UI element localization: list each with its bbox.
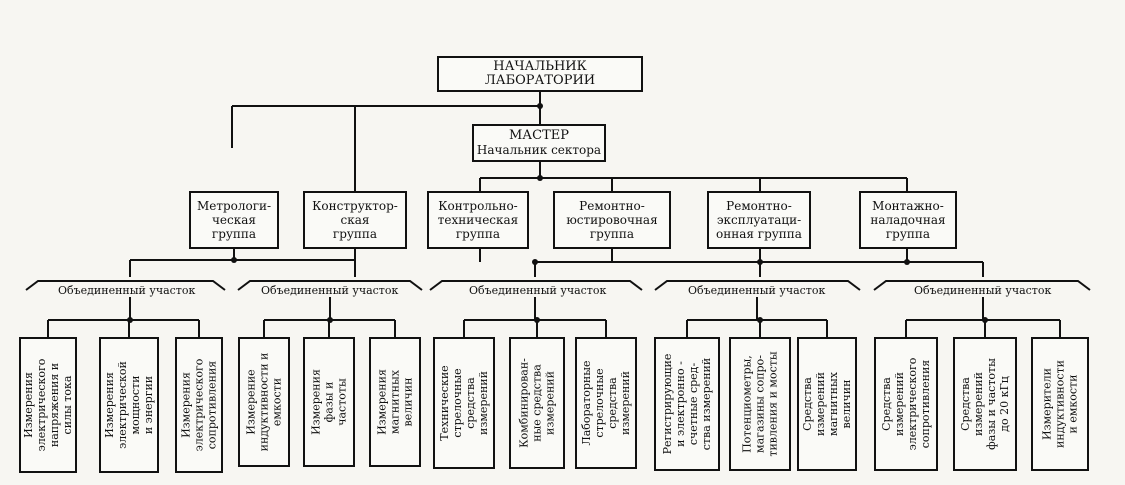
leaf-label: Технические стрелочные средства измерени… <box>438 365 490 441</box>
leaf-box[interactable]: Средства измерений магнитных величин <box>797 337 857 471</box>
group-label: Ремонтно- эксплуатаци- онная группа <box>716 199 802 241</box>
junction-dot <box>231 257 237 263</box>
leaf-label: Измерения электрического напряжения и си… <box>22 358 74 452</box>
leaf-box[interactable]: Измерения электрической мощности и энерг… <box>99 337 159 473</box>
leaf-box[interactable]: Измерение индуктивности и емкости <box>238 337 290 467</box>
leaf-box[interactable]: Потенциометры, магазины сопро- тивления … <box>729 337 791 471</box>
leaf-box[interactable]: Средства измерений фазы и частоты до 20 … <box>953 337 1017 471</box>
junction-dot <box>532 259 538 265</box>
group-box[interactable]: Монтажно- наладочная группа <box>859 191 957 249</box>
group-box[interactable]: Метрологи- ческая группа <box>189 191 279 249</box>
junction-dot <box>127 317 133 323</box>
junction-dot <box>757 317 763 323</box>
leaf-label: Измерители индуктивности и емкости <box>1040 360 1080 448</box>
leaf-box[interactable]: Измерения электрического напряжения и си… <box>19 337 77 473</box>
leaf-box[interactable]: Измерения электрического сопротивления <box>175 337 223 473</box>
group-label: Конструктор- ская группа <box>312 199 398 241</box>
junction-dot <box>757 259 763 265</box>
leaf-box[interactable]: Лабораторные стрелочные средства измерен… <box>575 337 637 469</box>
group-box[interactable]: Ремонтно- юстировочная группа <box>553 191 671 249</box>
section-bracket <box>873 280 1091 291</box>
leaf-label: Измерения электрической мощности и энерг… <box>103 361 155 449</box>
leaf-label: Средства измерений магнитных величин <box>801 372 853 436</box>
section-label: Объединенный участок <box>259 284 401 297</box>
leaf-box[interactable]: Комбинирован- ные средства измерений <box>509 337 565 469</box>
group-box[interactable]: Контрольно- техническая группа <box>427 191 529 249</box>
leaf-label: Лабораторные стрелочные средства измерен… <box>580 360 632 446</box>
leaf-box[interactable]: Измерения магнитных величин <box>369 337 421 467</box>
master-title: МАСТЕР <box>508 128 569 143</box>
section-label: Объединенный участок <box>912 284 1054 297</box>
leaf-label: Измерения магнитных величин <box>375 369 415 435</box>
junction-dot <box>982 317 988 323</box>
head-title: НАЧАЛЬНИК ЛАБОРАТОРИИ <box>484 59 596 88</box>
junction-dot <box>537 175 543 181</box>
leaf-label: Средства измерений фазы и частоты до 20 … <box>959 358 1011 450</box>
leaf-box[interactable]: Измерения фазы и частоты <box>303 337 355 467</box>
head-box[interactable]: НАЧАЛЬНИК ЛАБОРАТОРИИ <box>437 56 643 92</box>
leaf-label: Измерения фазы и частоты <box>309 369 349 435</box>
section-label: Объединенный участок <box>686 284 828 297</box>
section-bracket <box>429 280 643 291</box>
master-subtitle: Начальник сектора <box>476 143 602 157</box>
leaf-label: Измерения электрического сопротивления <box>179 358 219 452</box>
section-bracket <box>25 280 226 291</box>
junction-dot <box>534 317 540 323</box>
leaf-box[interactable]: Измерители индуктивности и емкости <box>1031 337 1089 471</box>
junction-dot <box>904 259 910 265</box>
leaf-box[interactable]: Регистрирующие и электронно - счетные ср… <box>654 337 720 471</box>
leaf-box[interactable]: Средства измерений электрического сопрот… <box>874 337 938 471</box>
group-box[interactable]: Ремонтно- эксплуатаци- онная группа <box>707 191 811 249</box>
leaf-label: Измерение индуктивности и емкости <box>244 352 284 452</box>
section-bracket <box>237 280 423 291</box>
group-label: Контрольно- техническая группа <box>437 199 519 241</box>
section-label: Объединенный участок <box>467 284 609 297</box>
group-label: Монтажно- наладочная группа <box>870 199 946 241</box>
group-box[interactable]: Конструктор- ская группа <box>303 191 407 249</box>
section-label: Объединенный участок <box>56 284 198 297</box>
section-bracket <box>654 280 861 291</box>
leaf-label: Комбинирован- ные средства измерений <box>517 358 557 448</box>
master-box[interactable]: МАСТЕР Начальник сектора <box>472 124 606 162</box>
leaf-box[interactable]: Технические стрелочные средства измерени… <box>433 337 495 469</box>
leaf-label: Потенциометры, магазины сопро- тивления … <box>740 351 780 457</box>
group-label: Ремонтно- юстировочная группа <box>566 199 658 241</box>
junction-dot <box>327 317 333 323</box>
leaf-label: Средства измерений электрического сопрот… <box>880 357 932 451</box>
group-label: Метрологи- ческая группа <box>196 199 272 241</box>
leaf-label: Регистрирующие и электронно - счетные ср… <box>661 353 713 455</box>
junction-dot <box>537 103 543 109</box>
